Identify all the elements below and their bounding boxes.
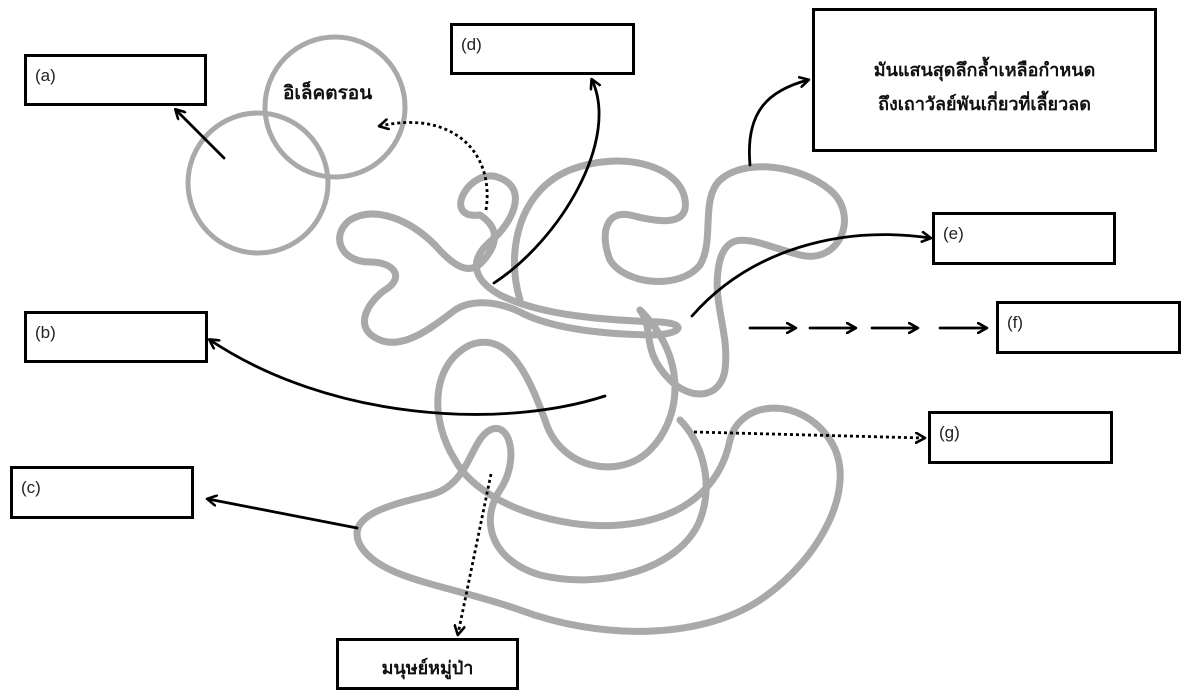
electron-circles (185, 34, 408, 256)
label-c: (c) (21, 478, 41, 497)
label-box-f: (f) (996, 301, 1181, 354)
tangled-loop (336, 172, 682, 346)
top-caption-line-2: ถึงเถาวัลย์พันเกี่ยวที่เลี้ยวลด (878, 94, 1091, 115)
label-b: (b) (35, 323, 56, 342)
label-e: (e) (943, 224, 964, 243)
label-a: (a) (35, 66, 56, 85)
dotted-arrow-to-bottom (458, 473, 493, 634)
tangled-loop (510, 157, 848, 398)
dotted-arrows (380, 122, 924, 634)
top-caption-box: มันแสนสุดลึกล้ำเหลือกำหนด ถึงเถาวัลย์พัน… (812, 8, 1157, 152)
tangled-loop (353, 306, 844, 635)
right-circle (262, 34, 408, 180)
arrow-to-c (208, 499, 359, 530)
label-f: (f) (1007, 313, 1024, 332)
dotted-arrow-to-electron (380, 122, 489, 211)
bottom-caption-box: มนุษย์หมู่ป่า (336, 638, 519, 690)
solid-arrows (176, 80, 986, 530)
label-box-g: (g) (928, 411, 1113, 464)
label-box-a: (a) (24, 54, 207, 106)
bottom-caption: มนุษย์หมู่ป่า (381, 658, 474, 679)
electron-label: อิเล็คตรอน (283, 82, 373, 104)
label-d: (d) (461, 35, 482, 54)
arrow-to-caption (747, 80, 808, 167)
top-caption-line-1: มันแสนสุดลึกล้ำเหลือกำหนด (873, 60, 1096, 81)
label-box-c: (c) (10, 466, 194, 519)
dotted-arrow-to-g (693, 430, 924, 438)
label-g: (g) (939, 423, 960, 442)
arrow-to-a (176, 110, 226, 160)
label-box-e: (e) (932, 212, 1116, 265)
label-box-d: (d) (450, 23, 635, 75)
label-box-b: (b) (24, 311, 208, 363)
arrow-to-e (690, 235, 930, 318)
arrow-to-b (210, 340, 607, 416)
left-circle (185, 110, 331, 256)
arrow-to-d (492, 80, 599, 285)
